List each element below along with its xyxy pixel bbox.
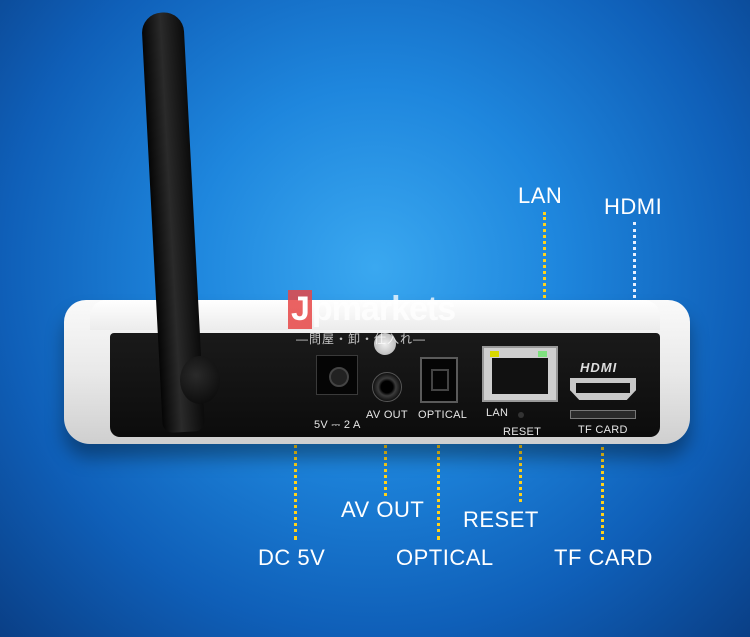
guide-line-lan	[543, 212, 546, 346]
guide-line-reset	[519, 420, 522, 502]
port-label-reset: RESET	[503, 426, 542, 438]
watermark-logo-j: J	[288, 290, 312, 329]
dc-power-jack	[316, 355, 358, 395]
watermark-logo: Jpmarkets	[288, 290, 456, 329]
optical-port-inner	[431, 369, 449, 391]
callout-av-out: AV OUT	[341, 497, 425, 522]
hdmi-logo: HDMI	[580, 360, 618, 375]
callout-tf-card: TF CARD	[554, 545, 653, 570]
guide-line-hdmi	[633, 222, 636, 352]
callout-lan: LAN	[518, 183, 563, 208]
guide-line-optical	[437, 420, 440, 540]
port-label-av-out: AV OUT	[366, 409, 408, 421]
guide-line-dc	[294, 396, 297, 540]
optical-port	[420, 357, 458, 403]
guide-line-av-out	[384, 404, 387, 496]
port-label-dc-rating: 5V ⎓ 2 A	[314, 419, 361, 431]
watermark: Jpmarkets —問屋・卸・仕入れ—	[288, 290, 464, 348]
tf-card-slot	[570, 410, 636, 419]
watermark-subtitle: —問屋・卸・仕入れ—	[296, 332, 427, 346]
reset-hole	[518, 412, 524, 418]
lan-led-right	[538, 351, 547, 357]
watermark-logo-rest: pmarkets	[311, 290, 456, 328]
port-label-optical: OPTICAL	[418, 409, 468, 421]
av-out-jack	[372, 372, 402, 402]
callout-optical: OPTICAL	[396, 545, 494, 570]
callout-dc: DC 5V	[258, 545, 326, 570]
hdmi-port	[570, 378, 636, 400]
lan-port-inner	[492, 358, 548, 394]
dc-pin	[329, 367, 349, 387]
lan-led-left	[490, 351, 499, 357]
screw-icon	[374, 333, 396, 355]
guide-line-tf-card	[601, 440, 604, 540]
port-label-lan: LAN	[486, 407, 509, 419]
port-label-tf-card: TF CARD	[578, 424, 628, 436]
callout-reset: RESET	[463, 507, 539, 532]
callout-hdmi: HDMI	[604, 194, 663, 219]
hdmi-port-inner	[576, 383, 630, 393]
antenna-base	[180, 356, 220, 404]
